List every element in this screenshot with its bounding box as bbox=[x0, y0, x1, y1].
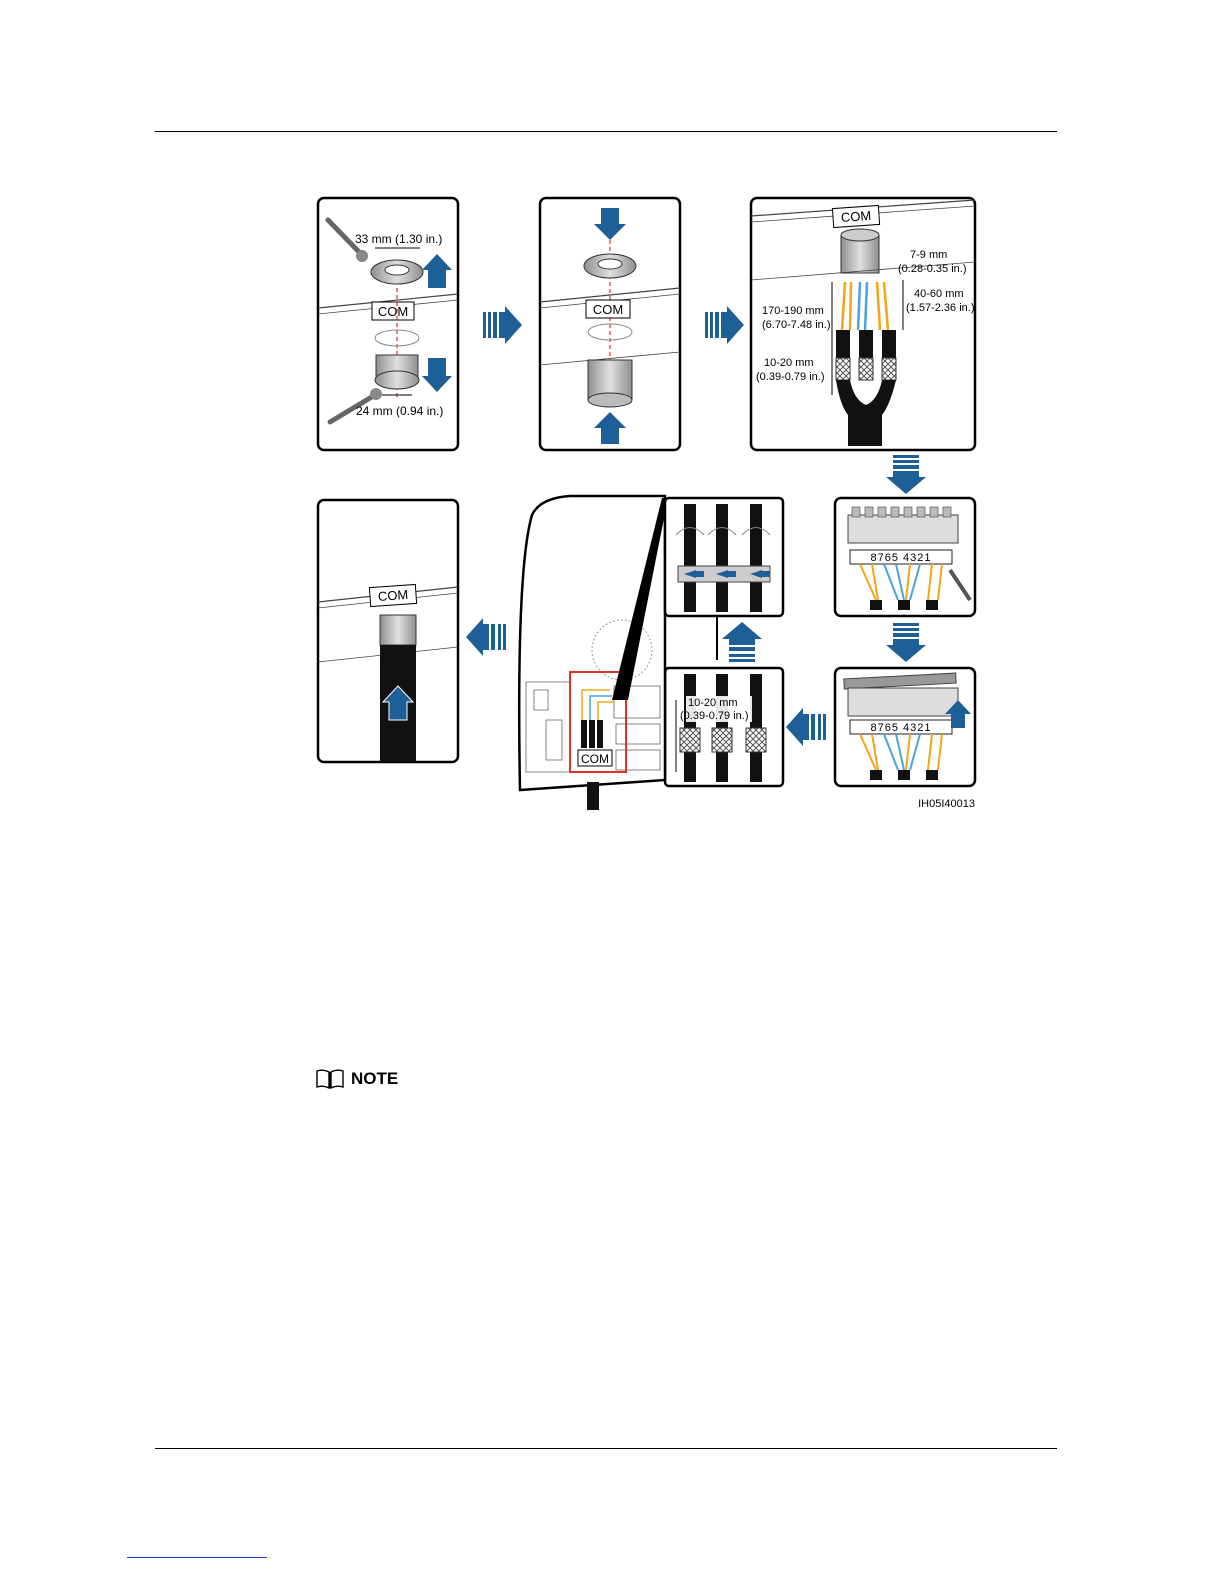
note-label: NOTE bbox=[351, 1069, 398, 1089]
com-label: COM bbox=[378, 304, 408, 319]
book-icon bbox=[315, 1068, 345, 1090]
dim-33mm: 33 mm (1.30 in.) bbox=[355, 232, 442, 246]
dim-unsheath: 40-60 mm bbox=[914, 288, 964, 300]
step-arrow-down-icon bbox=[886, 455, 926, 494]
panel-insert-cable: COM bbox=[540, 198, 680, 450]
com-label: COM bbox=[581, 752, 609, 766]
panel-connect-terminal: 8765 4321 bbox=[835, 498, 975, 616]
dim-strip-in: (0.28-0.35 in.) bbox=[898, 263, 966, 275]
com-cable-installation-figure: 33 mm (1.30 in.) COM 24 mm (0.94 in.) bbox=[300, 190, 990, 820]
com-label: COM bbox=[840, 208, 871, 225]
step-arrow-right-icon bbox=[705, 306, 744, 344]
step-arrow-right-icon bbox=[483, 306, 522, 344]
panel-install-terminal: 8765 4321 bbox=[835, 668, 975, 786]
panel-fix-shield: 10-20 mm (0.39-0.79 in.) bbox=[665, 668, 783, 786]
dim-shield: 10-20 mm bbox=[688, 697, 738, 709]
dim-24mm: 24 mm (0.94 in.) bbox=[356, 404, 443, 418]
dim-shield: 10-20 mm bbox=[764, 357, 814, 369]
step-arrow-up-icon bbox=[722, 622, 762, 662]
dim-unsheath-in: (1.57-2.36 in.) bbox=[906, 302, 974, 314]
panel-tighten-cap: COM bbox=[318, 500, 458, 762]
panel-clamp-shield bbox=[665, 498, 783, 616]
dim-strip: 7-9 mm bbox=[910, 249, 947, 261]
step-arrow-left-icon bbox=[466, 618, 506, 656]
footer-link-underline[interactable] bbox=[127, 1557, 267, 1558]
terminal-numbers: 8765 4321 bbox=[871, 722, 932, 734]
dim-shield-in: (0.39-0.79 in.) bbox=[680, 710, 748, 722]
terminal-numbers: 8765 4321 bbox=[871, 552, 932, 564]
header-rule bbox=[155, 131, 1057, 132]
dim-shield-in: (0.39-0.79 in.) bbox=[756, 371, 824, 383]
device-com-port-overview: COM bbox=[519, 496, 668, 810]
com-label: COM bbox=[377, 587, 408, 604]
dim-length-in: (6.70-7.48 in.) bbox=[762, 319, 830, 331]
panel-remove-locking-cap: 33 mm (1.30 in.) COM 24 mm (0.94 in.) bbox=[318, 198, 458, 450]
step-arrow-down-icon bbox=[886, 623, 926, 662]
com-label: COM bbox=[593, 302, 623, 317]
note-callout: NOTE bbox=[315, 1068, 398, 1090]
step-arrow-left-icon bbox=[786, 708, 826, 746]
panel-strip-wires: COM 7-9 mm (0.28-0.35 in.) 40-60 mm (1.5… bbox=[751, 198, 975, 450]
footer-rule bbox=[155, 1448, 1057, 1449]
dim-length: 170-190 mm bbox=[762, 305, 824, 317]
figure-id: IH05I40013 bbox=[918, 798, 975, 810]
